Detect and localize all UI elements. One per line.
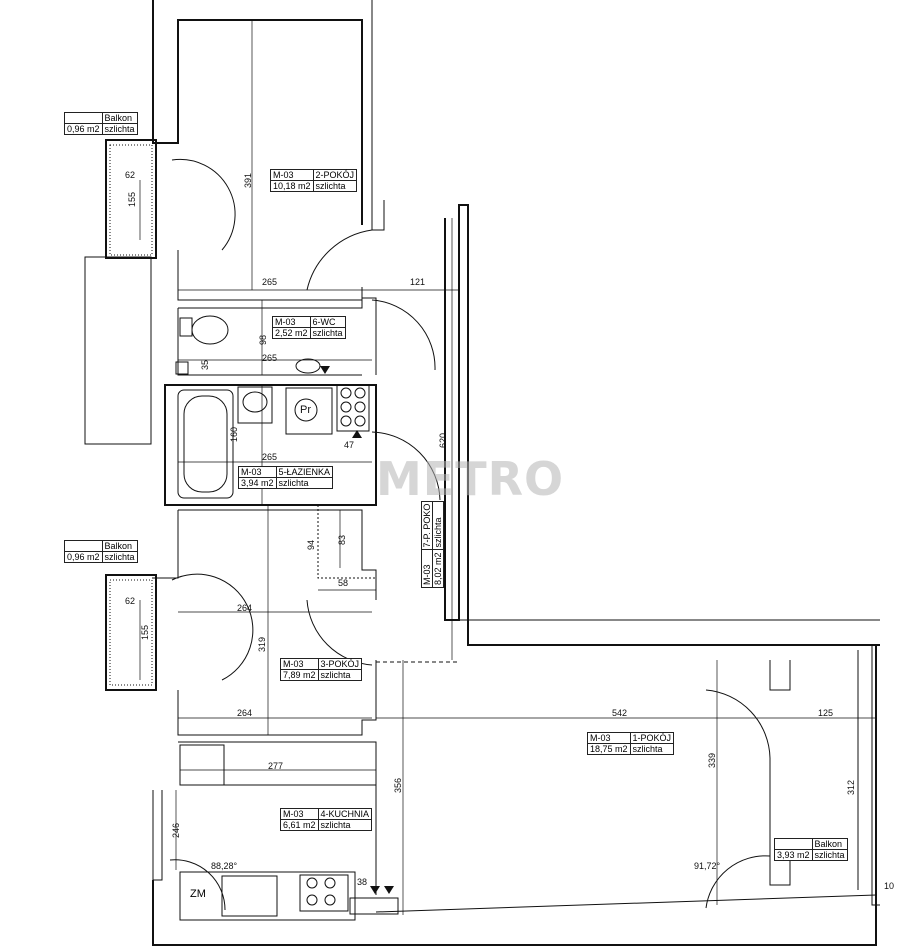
balcony-label-3: Balkon 3,93 m2 szlichta <box>774 838 848 861</box>
room-code: M-03 <box>283 659 304 669</box>
dim-312: 312 <box>846 779 856 795</box>
dim-264: 264 <box>237 708 253 718</box>
room-label-7-p-poko: M-03 7-P. POKO 8,02 m2 szlichta <box>421 500 444 588</box>
dim-542: 542 <box>612 708 628 718</box>
pr-symbol: Pr <box>300 404 311 416</box>
dim-35: 35 <box>200 359 210 370</box>
dim-155: 155 <box>140 624 150 640</box>
room-area: 7,89 m2 <box>281 669 318 680</box>
room-label-2-pokoj: M-03 2-POKÓJ 10,18 m2 szlichta <box>270 169 358 192</box>
balcony-name: Balkon <box>101 541 137 551</box>
room-name: 1-POKÓJ <box>629 733 674 743</box>
room-label-3-pokoj: M-03 3-POKÓJ 7,89 m2 szlichta <box>280 658 363 681</box>
angle-label-room1: 91,72° <box>694 861 721 871</box>
room-finish: szlichta <box>629 743 674 754</box>
balcony-finish: szlichta <box>101 551 137 562</box>
zm-symbol: ZM <box>190 888 206 900</box>
room-area: 2,52 m2 <box>273 327 310 338</box>
room-area: 10,18 m2 <box>271 180 313 191</box>
room-label-1-pokoj: M-03 1-POKÓJ 18,75 m2 szlichta <box>587 732 675 755</box>
room-area: 6,61 m2 <box>281 819 318 830</box>
room-area: 3,94 m2 <box>239 477 276 488</box>
balcony-name: Balkon <box>811 839 847 849</box>
dim-264: 264 <box>237 603 253 613</box>
room-finish: szlichta <box>317 669 362 680</box>
dim-265: 265 <box>262 452 278 462</box>
dim-155: 155 <box>127 191 137 207</box>
dim-356: 356 <box>393 777 403 793</box>
room-label-6-wc: M-03 6-WC 2,52 m2 szlichta <box>272 316 346 339</box>
dim-265: 265 <box>262 277 278 287</box>
balcony-name: Balkon <box>101 113 137 123</box>
dim-47: 47 <box>344 440 355 450</box>
dim-339: 339 <box>707 752 717 768</box>
balcony-finish: szlichta <box>811 849 847 860</box>
dim-121: 121 <box>410 277 426 287</box>
dim-620: 620 <box>438 432 448 448</box>
room-finish: szlichta <box>309 327 345 338</box>
dim-265: 265 <box>262 353 278 363</box>
watermark: METRO <box>376 452 565 506</box>
room-name: 5-ŁAZIENKA <box>275 467 333 477</box>
room-code: M-03 <box>275 317 296 327</box>
balcony-area: 0,96 m2 <box>65 551 102 562</box>
room-finish: szlichta <box>432 501 443 551</box>
room-name: 4-KUCHNIA <box>317 809 372 819</box>
balcony-label-2: Balkon 0,96 m2 szlichta <box>64 540 138 563</box>
dim-246: 246 <box>171 822 181 838</box>
dim-94: 94 <box>306 539 316 550</box>
dim-62: 62 <box>125 170 136 180</box>
room-label-4-kuchnia: M-03 4-KUCHNIA 6,61 m2 szlichta <box>280 808 373 831</box>
dim-58: 58 <box>338 578 349 588</box>
dim-391: 391 <box>243 172 253 188</box>
room-name: 6-WC <box>309 317 345 327</box>
dim-10: 10 <box>884 881 895 891</box>
dim-125: 125 <box>818 708 834 718</box>
dim-319: 319 <box>257 636 267 652</box>
balcony-area: 0,96 m2 <box>65 123 102 134</box>
room-area: 8,02 m2 <box>432 550 443 587</box>
room-code: M-03 <box>283 809 304 819</box>
dim-160: 160 <box>229 426 239 442</box>
room-name: 7-P. POKO <box>422 501 432 551</box>
dim-62: 62 <box>125 596 136 606</box>
room-finish: szlichta <box>317 819 372 830</box>
room-name: 2-POKÓJ <box>312 170 357 180</box>
dim-98: 98 <box>258 334 268 345</box>
room-area: 18,75 m2 <box>588 743 630 754</box>
room-code: M-03 <box>422 564 432 585</box>
room-label-5-lazienka: M-03 5-ŁAZIENKA 3,94 m2 szlichta <box>238 466 334 489</box>
angle-label-kitchen: 88,28° <box>211 861 238 871</box>
balcony-finish: szlichta <box>101 123 137 134</box>
dim-83: 83 <box>337 534 347 545</box>
room-code: M-03 <box>590 733 611 743</box>
room-code: M-03 <box>241 467 262 477</box>
room-finish: szlichta <box>275 477 333 488</box>
dim-38: 38 <box>357 877 368 887</box>
balcony-label-1: Balkon 0,96 m2 szlichta <box>64 112 138 135</box>
room-code: M-03 <box>273 170 294 180</box>
room-name: 3-POKÓJ <box>317 659 362 669</box>
balcony-area: 3,93 m2 <box>775 849 812 860</box>
room-finish: szlichta <box>312 180 357 191</box>
dim-277: 277 <box>268 761 284 771</box>
